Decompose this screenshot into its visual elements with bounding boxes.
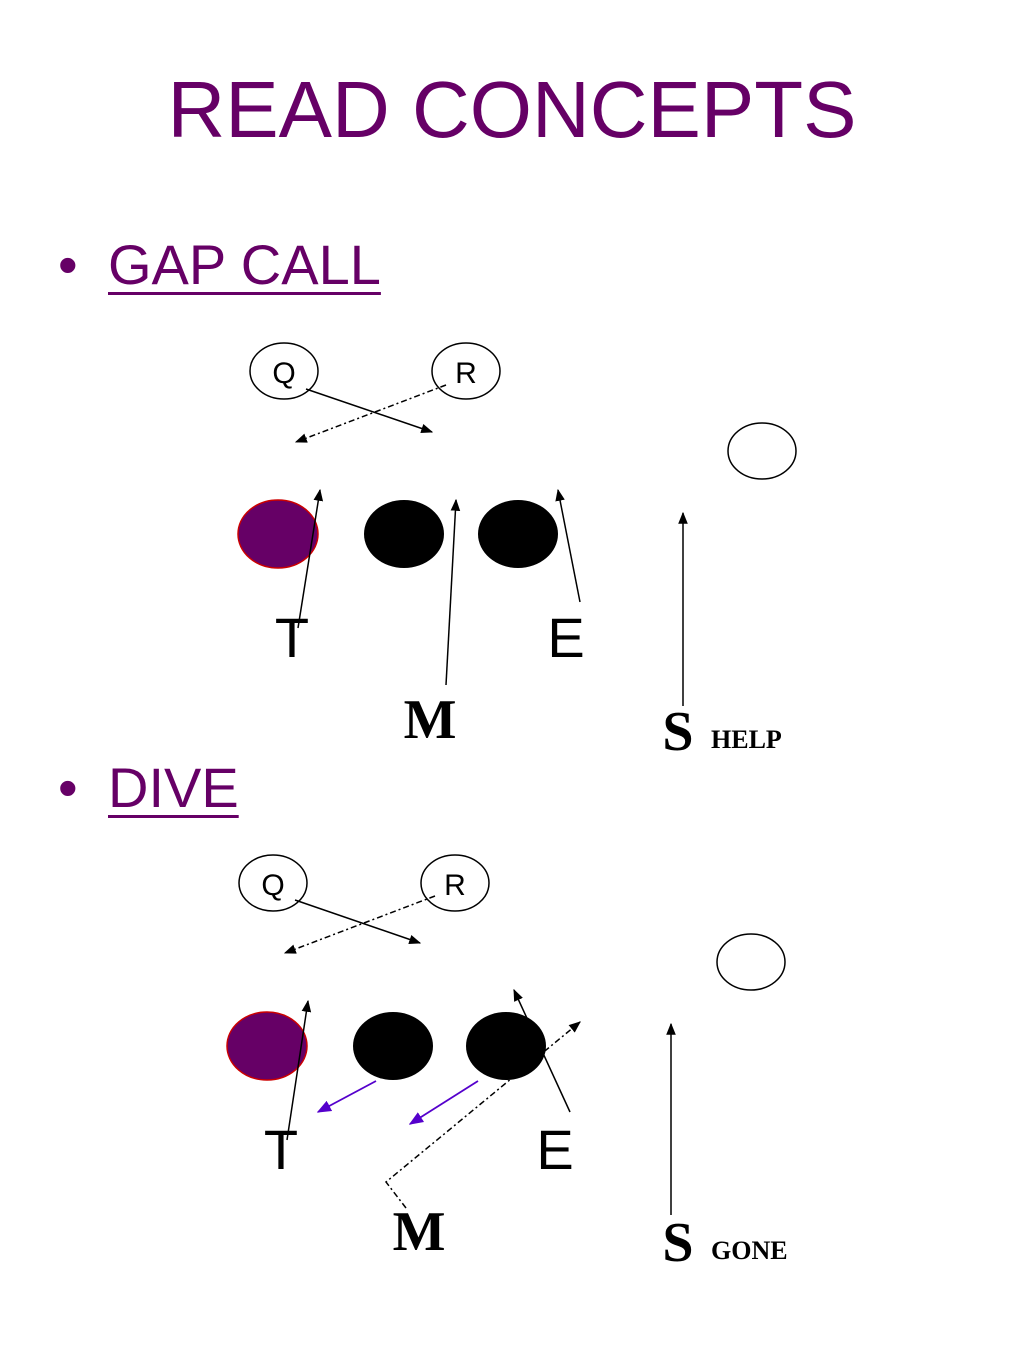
r-label: R [444, 869, 466, 902]
s-label: S [662, 701, 693, 763]
blocker-1 [353, 1012, 433, 1080]
gap-call-diagram: Q R T E M S HELP [237, 342, 797, 763]
q-path-arrow [305, 388, 434, 434]
section-heading-dive: DIVE [108, 756, 239, 819]
blocker-2 [478, 500, 558, 568]
bullet-dive: • DIVE [58, 755, 239, 820]
m-label: M [404, 689, 457, 751]
key-defender [237, 499, 319, 569]
e-label: E [536, 1118, 573, 1181]
m-read-arrow [384, 1021, 581, 1209]
r-label: R [455, 357, 477, 390]
r-mesh-arrow [283, 895, 436, 954]
s-note: GONE [711, 1236, 788, 1265]
q-label: Q [261, 869, 284, 902]
blocker-1 [364, 500, 444, 568]
t-label: T [275, 606, 309, 669]
e-arrow [513, 988, 571, 1113]
page-title: READ CONCEPTS [167, 65, 857, 154]
m-label: M [393, 1201, 446, 1263]
q-path-arrow [294, 899, 422, 945]
blocker-2 [466, 1012, 546, 1080]
t-arrow [297, 488, 324, 629]
bullet-dot: • [58, 756, 78, 819]
q-circle [249, 342, 319, 400]
dive-diagram: Q R T E M S GONE [226, 854, 788, 1274]
m-arrow [445, 498, 461, 686]
section-heading-gap-call: GAP CALL [108, 233, 381, 296]
bullet-dot: • [58, 233, 78, 296]
open-defender-circle [727, 422, 797, 480]
key-defender [226, 1011, 308, 1081]
e-label: E [547, 606, 584, 669]
bullet-gap-call: • GAP CALL [58, 232, 381, 297]
open-defender-circle [716, 933, 786, 991]
t-label: T [264, 1118, 298, 1181]
r-circle [431, 342, 501, 400]
down-block-arrow-1 [316, 1080, 377, 1113]
q-label: Q [272, 357, 295, 390]
e-arrow [555, 488, 581, 603]
s-note: HELP [711, 725, 782, 754]
r-circle [420, 854, 490, 912]
r-mesh-arrow [294, 384, 447, 443]
t-arrow [286, 999, 312, 1141]
s-label: S [662, 1212, 693, 1274]
q-circle [238, 854, 308, 912]
down-block-arrow-2 [408, 1080, 479, 1125]
